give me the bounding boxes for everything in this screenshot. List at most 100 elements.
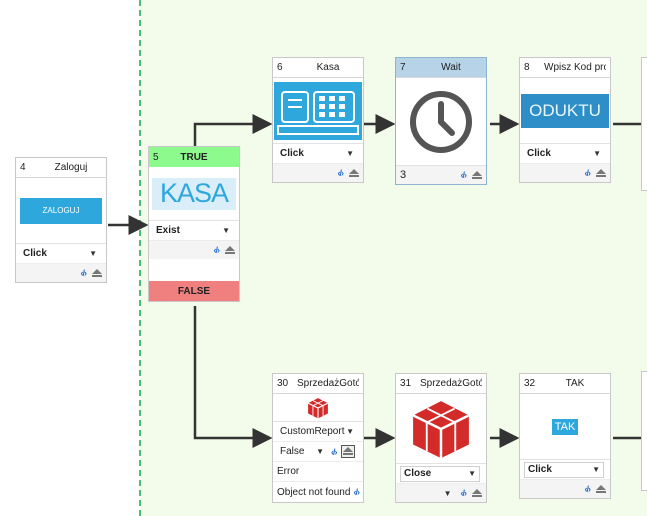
action-select[interactable]: Click ▼ [277, 145, 357, 162]
code-brackets-icon[interactable]: ‹/› [584, 484, 591, 494]
node-footer: ‹/› [149, 241, 239, 259]
not-found-row: Object not found ‹/› [273, 482, 363, 502]
action-value: Click [528, 464, 552, 475]
option-value: False [280, 446, 305, 457]
node-header: 4 Zaloguj [16, 158, 106, 178]
eject-icon[interactable] [349, 168, 359, 178]
action-value: Click [23, 248, 47, 259]
eject-icon[interactable] [472, 170, 482, 180]
option-row: False ▼ ‹/› [273, 442, 363, 462]
node-image [396, 78, 486, 166]
action-select[interactable]: CustomReport ▼ [277, 423, 357, 440]
code-brackets-icon[interactable]: ‹/› [80, 268, 87, 278]
node-offscreen[interactable] [641, 57, 647, 191]
code-brackets-icon[interactable]: ‹/› [353, 487, 360, 497]
eject-icon[interactable] [472, 488, 482, 498]
action-value: Exist [156, 225, 180, 236]
zaloguj-button-image: ZALOGUJ [20, 197, 102, 224]
node-tak[interactable]: 32 TAK TAK Click ▼ ‹/› [519, 373, 611, 499]
node-title: SprzedażGotów [420, 378, 482, 389]
caret-down-icon: ▼ [443, 488, 452, 498]
tak-image: TAK [552, 418, 578, 435]
node-header: 31 SprzedażGotów [396, 374, 486, 394]
node-footer: ▼ ‹/› [396, 484, 486, 502]
node-header: 6 Kasa [273, 58, 363, 78]
wait-value[interactable]: 3 [400, 169, 407, 181]
node-image [273, 78, 363, 144]
code-brackets-icon[interactable]: ‹/› [584, 168, 591, 178]
true-banner: 5 TRUE [149, 147, 239, 167]
node-zaloguj[interactable]: 4 Zaloguj ZALOGUJ Click ▼ ‹/› [15, 157, 107, 283]
caret-down-icon: ▼ [346, 427, 354, 436]
node-title: Wpisz Kod produl [544, 62, 606, 73]
option-select[interactable]: False ▼ [277, 443, 327, 460]
node-number: 31 [400, 378, 412, 389]
eject-icon[interactable] [340, 445, 355, 458]
action-row: Click ▼ [520, 144, 610, 164]
node-image: KASA [149, 167, 239, 221]
action-value: Click [527, 148, 551, 159]
code-brackets-icon[interactable]: ‹/› [331, 446, 337, 457]
edge-5-6 [193, 114, 273, 146]
action-value: Close [404, 468, 432, 479]
node-number: 6 [277, 62, 283, 73]
node-sprzedaz-report[interactable]: 30 SprzedażGotów CustomReport ▼ False [272, 373, 364, 503]
action-select[interactable]: Click ▼ [524, 145, 604, 162]
node-image: ZALOGUJ [16, 178, 106, 244]
code-brackets-icon[interactable]: ‹/› [337, 168, 344, 178]
node-footer: 3 ‹/› [396, 166, 486, 184]
not-found-label: Object not found [277, 486, 351, 498]
node-title: SprzedażGotów [297, 378, 359, 389]
eject-icon[interactable] [92, 268, 102, 278]
secondary-select[interactable]: ▼ [404, 485, 455, 501]
cash-register-icon [274, 81, 362, 140]
error-label: Error [277, 466, 300, 477]
false-banner: FALSE [149, 281, 239, 301]
node-image [396, 394, 486, 464]
node-header: 32 TAK [520, 374, 610, 394]
node-offscreen-lower[interactable] [641, 371, 647, 491]
caret-down-icon: ▼ [593, 149, 601, 158]
node-title: Wait [441, 62, 461, 73]
red-cube-icon [307, 397, 329, 418]
node-number: 7 [400, 62, 406, 73]
node-number: 8 [524, 62, 530, 73]
action-select[interactable]: Close ▼ [400, 465, 480, 482]
action-row: Click ▼ [273, 144, 363, 164]
node-condition[interactable]: 5 TRUE KASA Exist ▼ ‹/› FALSE [148, 146, 240, 302]
node-sprzedaz-close[interactable]: 31 SprzedażGotów Close ▼ ▼ [395, 373, 487, 503]
eject-icon[interactable] [596, 168, 606, 178]
edge-5-30 [193, 306, 273, 448]
node-image [273, 394, 363, 422]
node-wpisz-kod[interactable]: 8 Wpisz Kod produl ODUKTU Click ▼ ‹/› [519, 57, 611, 183]
caret-down-icon: ▼ [346, 149, 354, 158]
eject-icon[interactable] [225, 245, 235, 255]
caret-down-icon: ▼ [89, 249, 97, 258]
action-row: Click ▼ [520, 460, 610, 480]
action-select[interactable]: Exist ▼ [153, 222, 233, 239]
red-cube-icon [412, 400, 470, 458]
error-row: Error [273, 462, 363, 482]
node-image: ODUKTU [520, 78, 610, 144]
node-footer: ‹/› [273, 164, 363, 182]
action-row: Click ▼ [16, 244, 106, 264]
node-number: 5 [153, 151, 159, 163]
action-select[interactable]: Click ▼ [524, 461, 604, 478]
false-label: FALSE [177, 285, 211, 297]
node-header: 8 Wpisz Kod produl [520, 58, 610, 78]
node-wait[interactable]: 7 Wait 3 ‹/› [395, 57, 487, 185]
code-brackets-icon[interactable]: ‹/› [213, 245, 220, 255]
kasa-image: KASA [152, 177, 236, 210]
code-brackets-icon[interactable]: ‹/› [460, 170, 467, 180]
node-kasa[interactable]: 6 Kasa Click ▼ [272, 57, 364, 183]
action-value: CustomReport [280, 426, 345, 437]
caret-down-icon: ▼ [592, 465, 600, 474]
caret-down-icon: ▼ [316, 447, 324, 456]
caret-down-icon: ▼ [222, 226, 230, 235]
node-title: Zaloguj [54, 162, 88, 173]
clock-icon [410, 90, 472, 153]
action-select[interactable]: Click ▼ [20, 245, 100, 262]
code-brackets-icon[interactable]: ‹/› [460, 488, 467, 498]
eject-icon[interactable] [596, 484, 606, 494]
